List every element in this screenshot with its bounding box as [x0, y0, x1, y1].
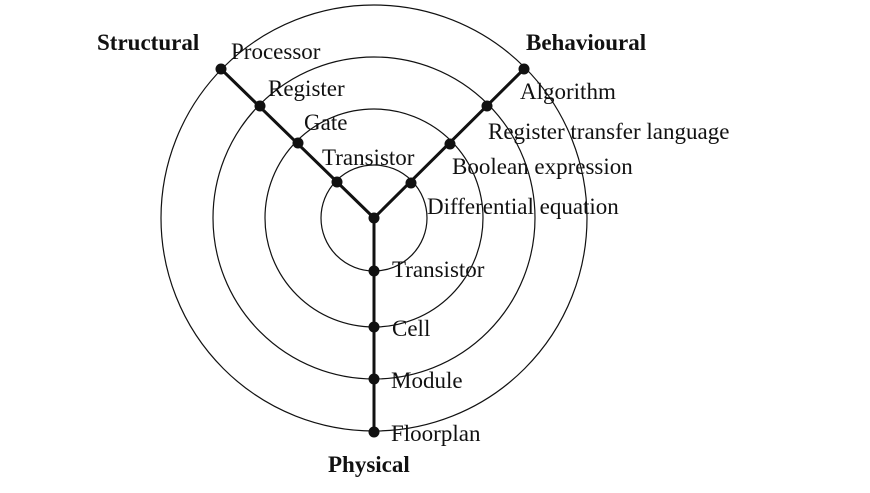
physical-dot-transistor: [368, 265, 380, 277]
structural-dot-transistor: [331, 176, 343, 188]
behavioural-level-label: Differential equation: [427, 194, 619, 219]
behavioural-level-label: Algorithm: [520, 79, 616, 104]
behavioural-dot-differential: [405, 177, 417, 189]
physical-level-label: Cell: [392, 316, 430, 341]
structural-axis-label: Structural: [97, 30, 199, 55]
structural-dot-processor: [215, 63, 227, 75]
behavioural-level-label: Register transfer language: [488, 119, 729, 144]
behavioural-dot-rtl: [481, 100, 493, 112]
physical-dot-cell: [368, 321, 380, 333]
physical-axis-label: Physical: [328, 452, 410, 477]
structural-level-label: Processor: [231, 39, 321, 64]
physical-dot-floorplan: [368, 426, 380, 438]
physical-level-label: Module: [391, 368, 463, 393]
behavioural-axis-label: Behavioural: [526, 30, 646, 55]
structural-dot-gate: [292, 137, 304, 149]
behavioural-dot-boolean: [444, 138, 456, 150]
structural-level-label: Transistor: [322, 145, 415, 170]
structural-level-label: Gate: [304, 110, 347, 135]
physical-level-label: Floorplan: [391, 421, 481, 446]
physical-dot-module: [368, 373, 380, 385]
behavioural-level-label: Boolean expression: [452, 154, 633, 179]
physical-level-label: Transistor: [392, 257, 485, 282]
behavioural-dot-algorithm: [518, 63, 530, 75]
structural-level-label: Register: [268, 76, 345, 101]
center-dot: [368, 212, 380, 224]
structural-dot-register: [254, 100, 266, 112]
